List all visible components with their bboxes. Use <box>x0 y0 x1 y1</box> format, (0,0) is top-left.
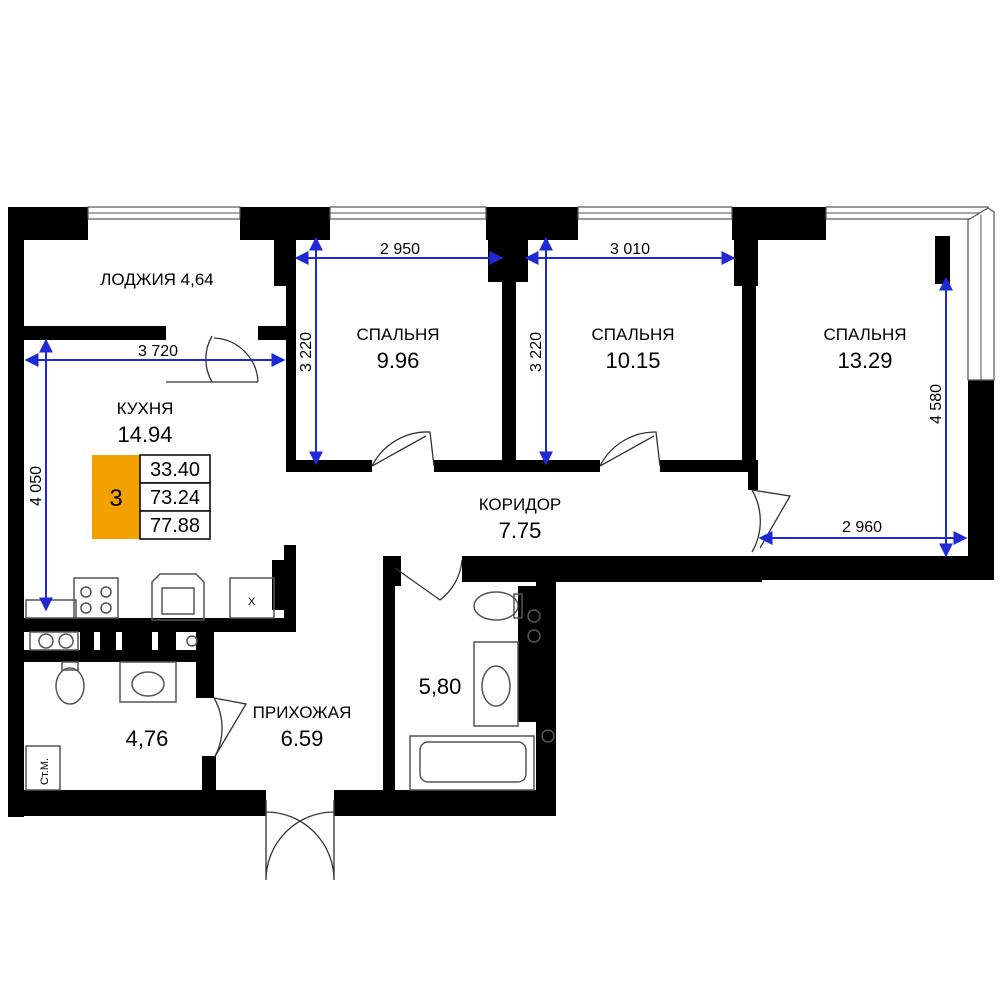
wall-bed2-bottom-2 <box>660 460 756 472</box>
shaft-right-top <box>518 586 536 608</box>
wall-top-3 <box>486 207 578 240</box>
windows <box>87 206 995 381</box>
room-area-corridor: 7.75 <box>499 518 542 543</box>
room-name-hallway: ПРИХОЖАЯ <box>253 703 352 722</box>
door-bathroom-left <box>213 697 248 759</box>
wall-top-2 <box>240 207 330 240</box>
room-area-bathroom-left: 4,76 <box>126 726 169 751</box>
toilet-icon <box>55 667 85 705</box>
room-name-kitchen: КУХНЯ <box>117 399 174 418</box>
door-entrance <box>265 800 335 881</box>
riser-box <box>25 745 61 791</box>
door-loggia-right <box>212 337 259 383</box>
wall-right-lower <box>536 556 556 816</box>
total-area: 73.24 <box>150 487 200 509</box>
room-name-bedroom-1: СПАЛЬНЯ <box>356 325 439 344</box>
dim-label-bedroom-1-width: 2 950 <box>380 241 420 258</box>
bathtub-icon <box>409 735 535 791</box>
dim-label-bedroom-2-depth: 3 220 <box>528 332 545 372</box>
walls <box>8 207 994 817</box>
wall-kitchen-pier <box>272 560 296 610</box>
riser-label: Ст.М. <box>39 758 51 785</box>
shaft-right <box>518 586 536 722</box>
wall-bed1-bottom-1 <box>286 460 372 472</box>
wall-bath-l-right-1 <box>196 632 214 698</box>
bathroom-left-fixtures: Ст.М. <box>25 631 177 791</box>
wall-left <box>8 207 24 817</box>
washer-mark: X <box>248 596 256 608</box>
room-name-corridor: КОРИДОР <box>479 495 562 514</box>
wall-top-4 <box>732 207 826 240</box>
room-area-hallway: 6.59 <box>281 726 324 751</box>
wall-loggia-2 <box>258 326 290 340</box>
fridge-icon <box>25 599 77 619</box>
toilet-icon <box>473 591 519 621</box>
room-area-bedroom-2: 10.15 <box>605 348 660 373</box>
wall-pier-2 <box>734 236 758 286</box>
sink-icon <box>151 573 205 621</box>
door-bedroom-1 <box>371 431 435 467</box>
wall-bed1-bed2 <box>502 236 516 472</box>
rooms-count-badge <box>92 455 140 539</box>
washbasin-icon <box>119 661 177 703</box>
room-labels: ЛОДЖИЯ 4,64 СПАЛЬНЯ 9.96 СПАЛЬНЯ 10.15 С… <box>100 270 906 751</box>
wall-kitchen-bottom <box>8 618 296 632</box>
living-area: 33.40 <box>150 459 200 481</box>
dim-label-bedroom-3-width: 2 960 <box>842 519 882 536</box>
wall-corridor-bottom <box>462 556 762 582</box>
dimension-labels: 2 950 3 220 3 010 3 220 4 580 2 960 3 72… <box>28 241 945 536</box>
dim-label-bedroom-1-depth: 3 220 <box>298 332 315 372</box>
door-bedroom-2 <box>599 431 661 467</box>
room-area-bathroom-right: 5,80 <box>419 674 462 699</box>
valve-icon <box>541 729 555 743</box>
shaft-1 <box>80 632 94 650</box>
wall-bed3-stub <box>748 460 758 490</box>
wall-bath-l-top <box>8 650 208 662</box>
door-bedroom-3 <box>751 489 792 553</box>
wall-column <box>935 236 950 284</box>
bathroom-right-fixtures <box>409 591 555 791</box>
wall-right <box>968 380 994 580</box>
total-area-with-loggia: 77.88 <box>150 515 200 537</box>
dim-label-kitchen-width: 3 720 <box>138 343 178 360</box>
dim-label-bedroom-3-depth: 4 580 <box>928 384 945 424</box>
washbasin-icon <box>473 641 519 727</box>
room-area-bedroom-1: 9.96 <box>377 348 420 373</box>
doors <box>166 335 792 881</box>
stove-icon <box>73 577 119 619</box>
room-name-bedroom-3: СПАЛЬНЯ <box>823 325 906 344</box>
dim-label-kitchen-depth: 4 050 <box>28 466 45 506</box>
dim-label-bedroom-2-width: 3 010 <box>610 241 650 258</box>
apartment-summary: 3 33.40 73.24 77.88 <box>92 454 211 540</box>
wall-bottom-right <box>334 790 556 816</box>
wall-bed3-bottom <box>760 556 994 580</box>
rooms-count: 3 <box>109 485 122 512</box>
valve-icon <box>186 635 198 647</box>
wall-bed2-bottom-1 <box>516 460 600 472</box>
total-area-loggia-box <box>139 510 211 540</box>
wall-bed1-left <box>286 236 296 472</box>
wall-loggia-1 <box>24 326 166 340</box>
washer-icon <box>229 577 275 619</box>
wall-bed2-bed3 <box>742 236 756 472</box>
room-name-bedroom-2: СПАЛЬНЯ <box>591 325 674 344</box>
shaft-3 <box>122 632 152 650</box>
total-area-box <box>139 482 211 512</box>
dimension-lines <box>24 236 968 612</box>
room-area-kitchen: 14.94 <box>117 422 172 447</box>
wall-bath-r-left <box>383 556 395 816</box>
shaft-4 <box>158 632 176 650</box>
wall-bottom-left <box>8 790 266 816</box>
shaft-2 <box>100 632 116 650</box>
room-label-loggia: ЛОДЖИЯ 4,64 <box>100 270 214 289</box>
room-area-bedroom-3: 13.29 <box>837 348 892 373</box>
door-bathroom-right <box>394 559 463 601</box>
